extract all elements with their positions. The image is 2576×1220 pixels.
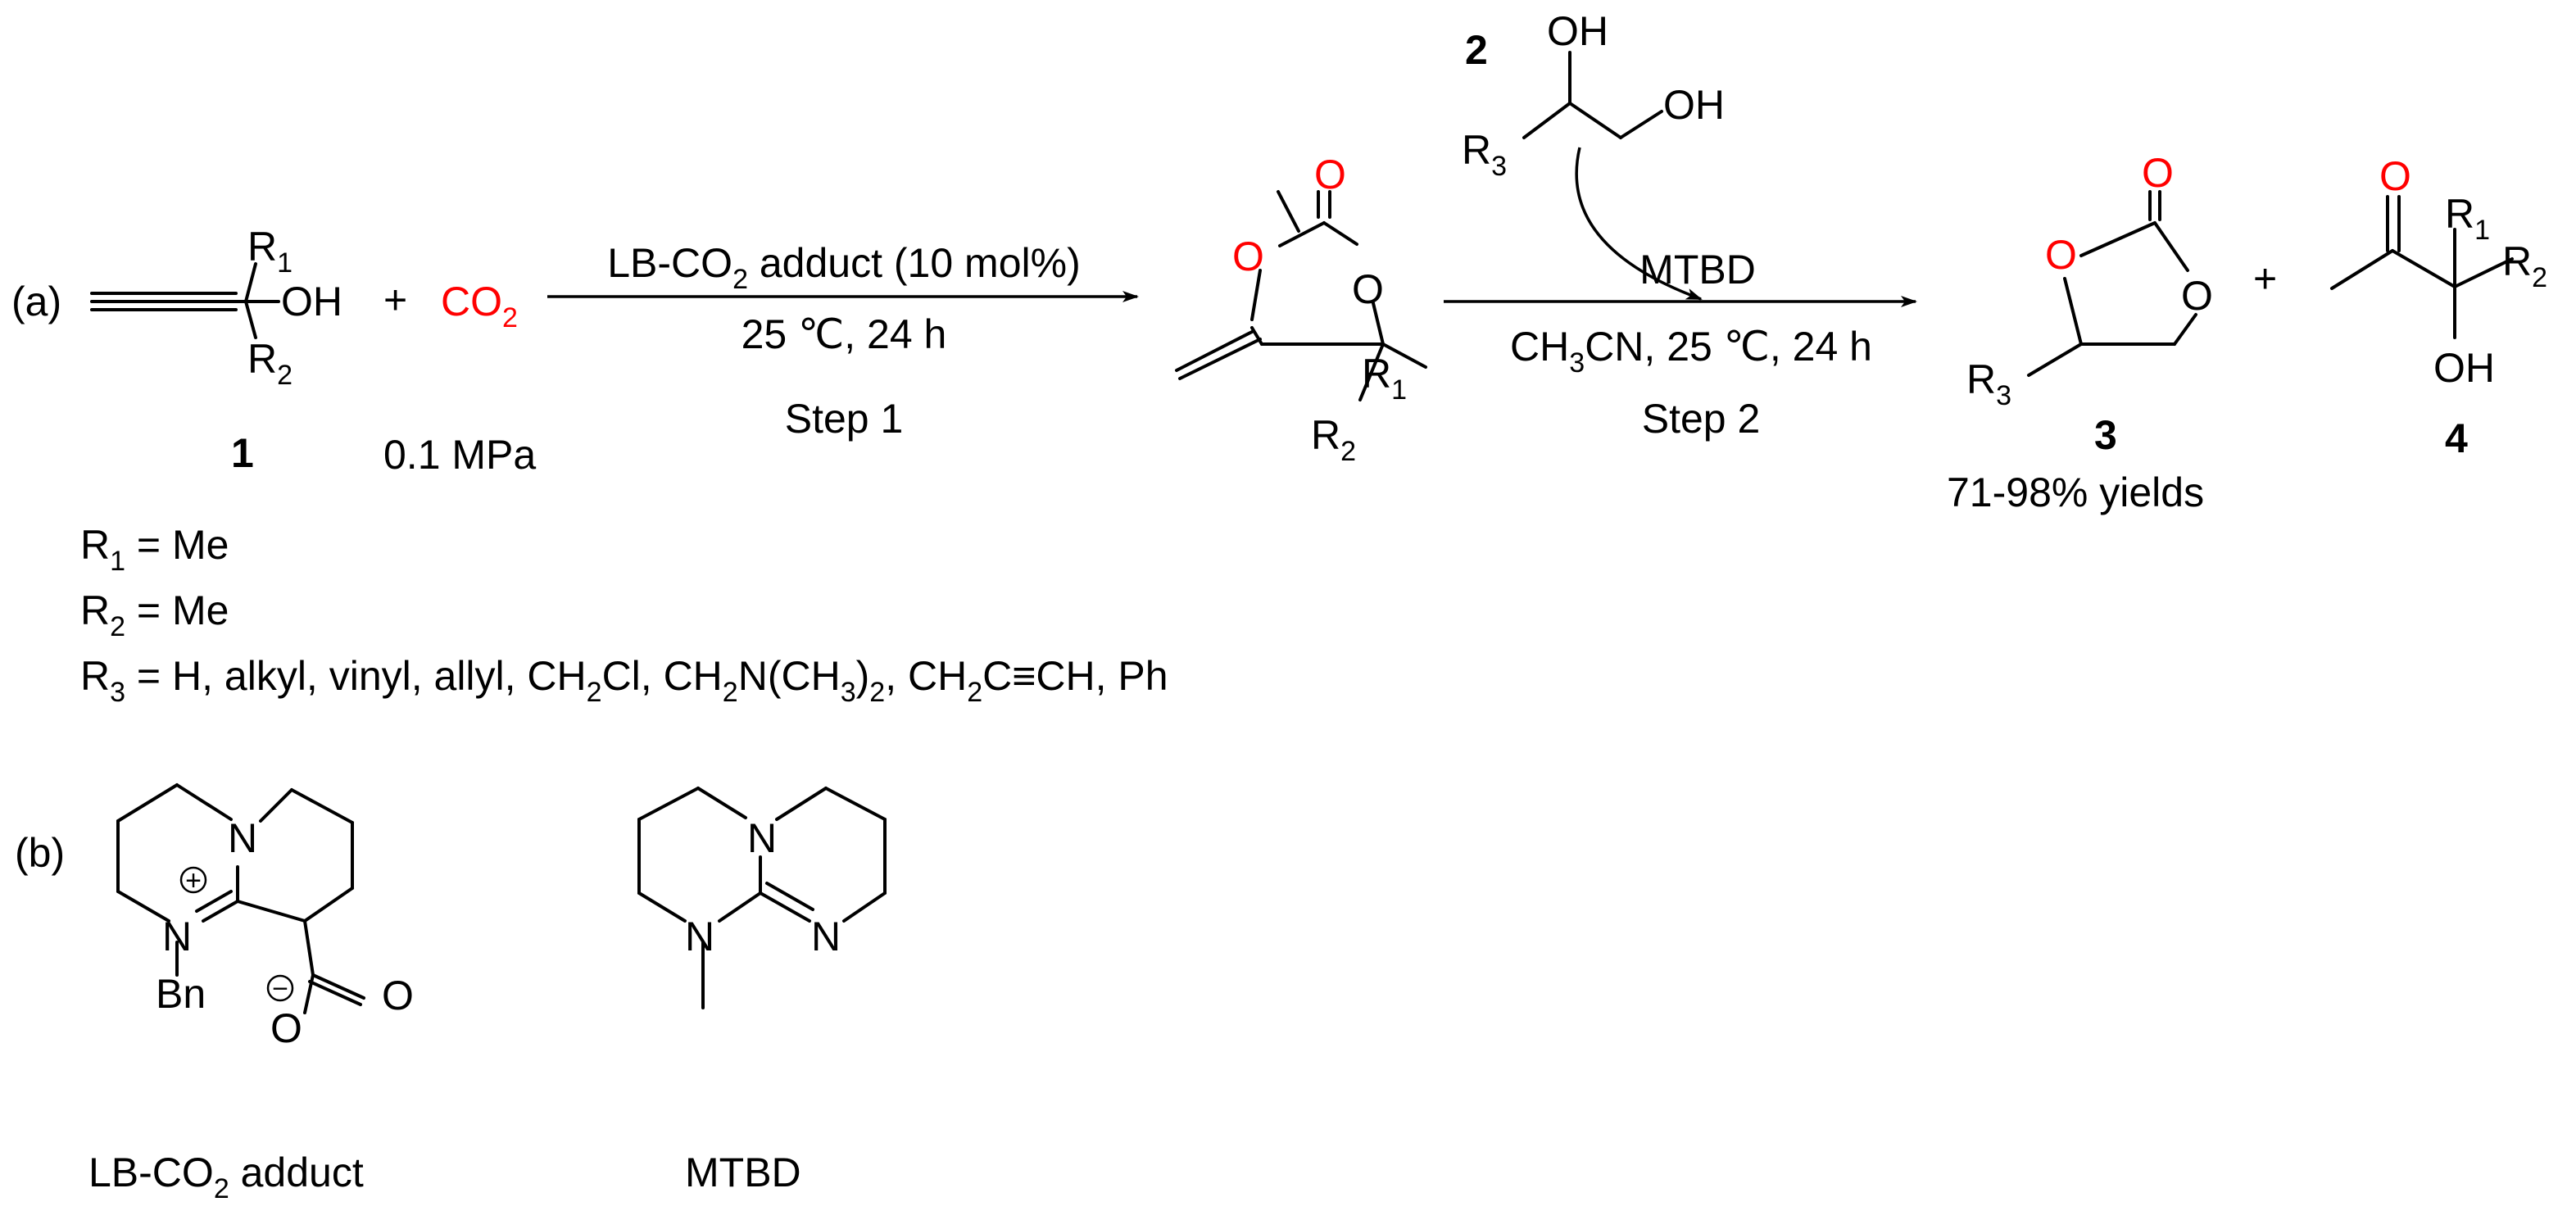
svg-text:O: O [1232,234,1264,279]
compound-1-label: 1 [231,430,254,476]
plus-sign-1: + [383,277,407,323]
svg-text:N: N [811,914,841,959]
diol-r3: R3 [1462,127,1507,182]
compound-3-structure: O O O R3 [1966,150,2213,411]
intermediate-carbonate: O O O R1 R2 [1175,152,1427,467]
svg-text:−: − [272,973,288,1005]
step2-conditions: CH3CN, 25 ℃, 24 h [1510,324,1872,379]
co2-label: CO2 [441,279,518,333]
svg-text:OH: OH [1663,82,1725,128]
mtbd-structure: N N N [637,787,887,1009]
yields-label: 71-98% yields [1947,469,2204,515]
svg-text:O: O [2379,153,2411,199]
svg-text:N: N [162,914,192,959]
diol-addition-arrow [1575,147,1703,301]
svg-text:O: O [270,1005,302,1051]
r3-definition: R3 = H, alkyl, vinyl, allyl, CH2Cl, CH2N… [80,653,1168,708]
compound-2-structure: 2 OH OH R3 [1462,8,1725,182]
step2-label: Step 2 [1642,396,1761,442]
pressure-label: 0.1 MPa [383,432,536,478]
compound-2-label: 2 [1465,27,1488,73]
ketol-r1: R1 [2445,191,2490,246]
svg-text:OH: OH [1547,8,1608,54]
r2-label: R2 [247,336,293,391]
step2-catalyst: MTBD [1639,247,1756,293]
hydroxyl-label: OH [281,279,342,324]
ketol-r2: R2 [2502,238,2547,293]
intermediate-r1: R1 [1362,351,1407,406]
r2-definition: R2 = Me [80,587,229,642]
lb-co2-adduct-name: LB-CO2 adduct [88,1150,364,1204]
step1-conditions: 25 ℃, 24 h [742,311,947,357]
svg-text:O: O [2181,273,2213,319]
part-a-label: (a) [11,279,61,324]
carbonate-r3: R3 [1966,356,2011,411]
svg-text:O: O [2142,150,2174,196]
svg-text:N: N [228,815,257,861]
svg-text:+: + [185,865,202,896]
plus-sign-2: + [2253,256,2277,302]
svg-text:O: O [1314,152,1346,197]
compound-3-label: 3 [2094,412,2117,458]
svg-text:N: N [685,914,714,959]
svg-text:O: O [1352,266,1384,312]
lb-co2-adduct-structure: N N + Bn O O − [116,783,414,1051]
svg-text:O: O [382,973,414,1018]
r1-definition: R1 = Me [80,522,229,577]
mtbd-name: MTBD [685,1150,801,1195]
intermediate-r2: R2 [1311,412,1356,467]
svg-text:O: O [2045,232,2077,278]
svg-text:OH: OH [2433,345,2495,391]
svg-text:N: N [747,815,777,861]
svg-text:Bn: Bn [156,971,206,1017]
part-b-label: (b) [15,830,65,876]
r1-label: R1 [247,224,293,279]
compound-4-label: 4 [2445,415,2468,461]
compound-1-structure: R1 OH R2 [90,224,342,391]
step1-catalyst: LB-CO2 adduct (10 mol%) [607,240,1080,295]
step1-label: Step 1 [785,396,904,442]
compound-4-structure: O R1 R2 OH [2330,153,2547,391]
